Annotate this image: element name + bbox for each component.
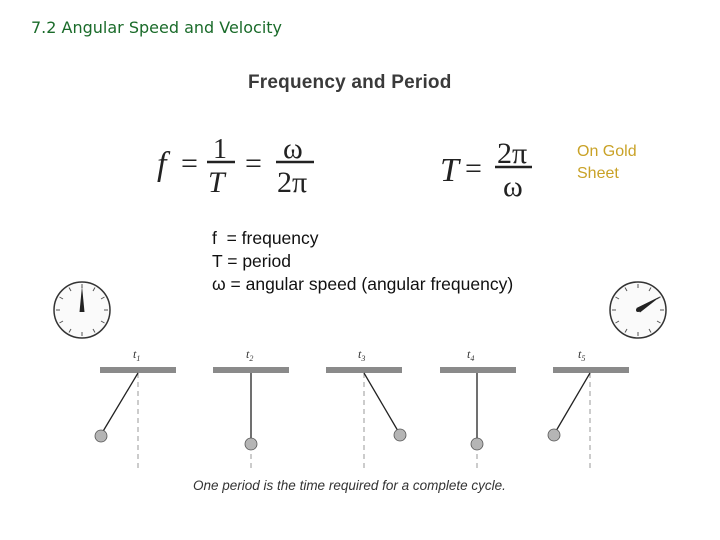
pendulum: t2: [213, 347, 289, 470]
pendulum-bob: [244, 437, 258, 451]
clock-icon: [53, 281, 111, 339]
note-line-2: Sheet: [577, 165, 619, 182]
clock-icon: [609, 281, 667, 339]
pendulum-support: [440, 367, 516, 373]
formula-T-den: ω: [503, 170, 523, 203]
definition-frequency: f = frequency: [212, 228, 319, 248]
pendulum-label-t3: t3: [358, 347, 365, 363]
pendulum-label-t2: t2: [246, 347, 253, 363]
formula-f-num2: ω: [283, 132, 303, 165]
formula-f-equals-1: =: [181, 147, 198, 180]
formula-period: T = 2π ω: [440, 137, 532, 203]
pendulum-bob: [547, 428, 561, 442]
gold-sheet-note: On Gold Sheet: [577, 141, 637, 185]
formula-frequency: f = 1 T = ω 2π: [157, 132, 314, 199]
figure-caption: One period is the time required for a co…: [193, 478, 506, 493]
figure-heading: Frequency and Period: [248, 72, 452, 93]
pendulum-support: [100, 367, 176, 373]
pendulum-support: [213, 367, 289, 373]
definition-angular-speed: ω = angular speed (angular frequency): [212, 274, 514, 294]
definition-period: T = period: [212, 251, 291, 271]
slide-title: 7.2 Angular Speed and Velocity: [31, 18, 283, 37]
pendulum: t5: [547, 347, 629, 470]
pendulum-label-t4: t4: [467, 347, 474, 363]
formula-T-lhs: T: [440, 152, 461, 189]
pendulum-label-t1: t1: [133, 347, 140, 363]
pendulum: t1: [94, 347, 176, 470]
formula-T-equals: =: [465, 152, 482, 185]
pendulum: t3: [326, 347, 407, 470]
formula-f-lhs: f: [157, 146, 171, 183]
pendulum-bob: [470, 437, 484, 451]
pendulum-bob: [393, 428, 407, 442]
formula-T-num: 2π: [497, 137, 527, 170]
pendulum-bob: [94, 429, 108, 443]
pendulum-support: [553, 367, 629, 373]
formula-f-num1: 1: [213, 134, 227, 165]
pendulum-label-t5: t5: [578, 347, 585, 363]
pendulum-support: [326, 367, 402, 373]
formula-f-den1: T: [208, 166, 227, 199]
formula-f-equals-2: =: [245, 147, 262, 180]
formula-f-den2: 2π: [277, 166, 307, 199]
definitions-list: f = frequency T = period ω = angular spe…: [212, 227, 513, 296]
pendulum: t4: [440, 347, 516, 470]
note-line-1: On Gold: [577, 143, 637, 160]
